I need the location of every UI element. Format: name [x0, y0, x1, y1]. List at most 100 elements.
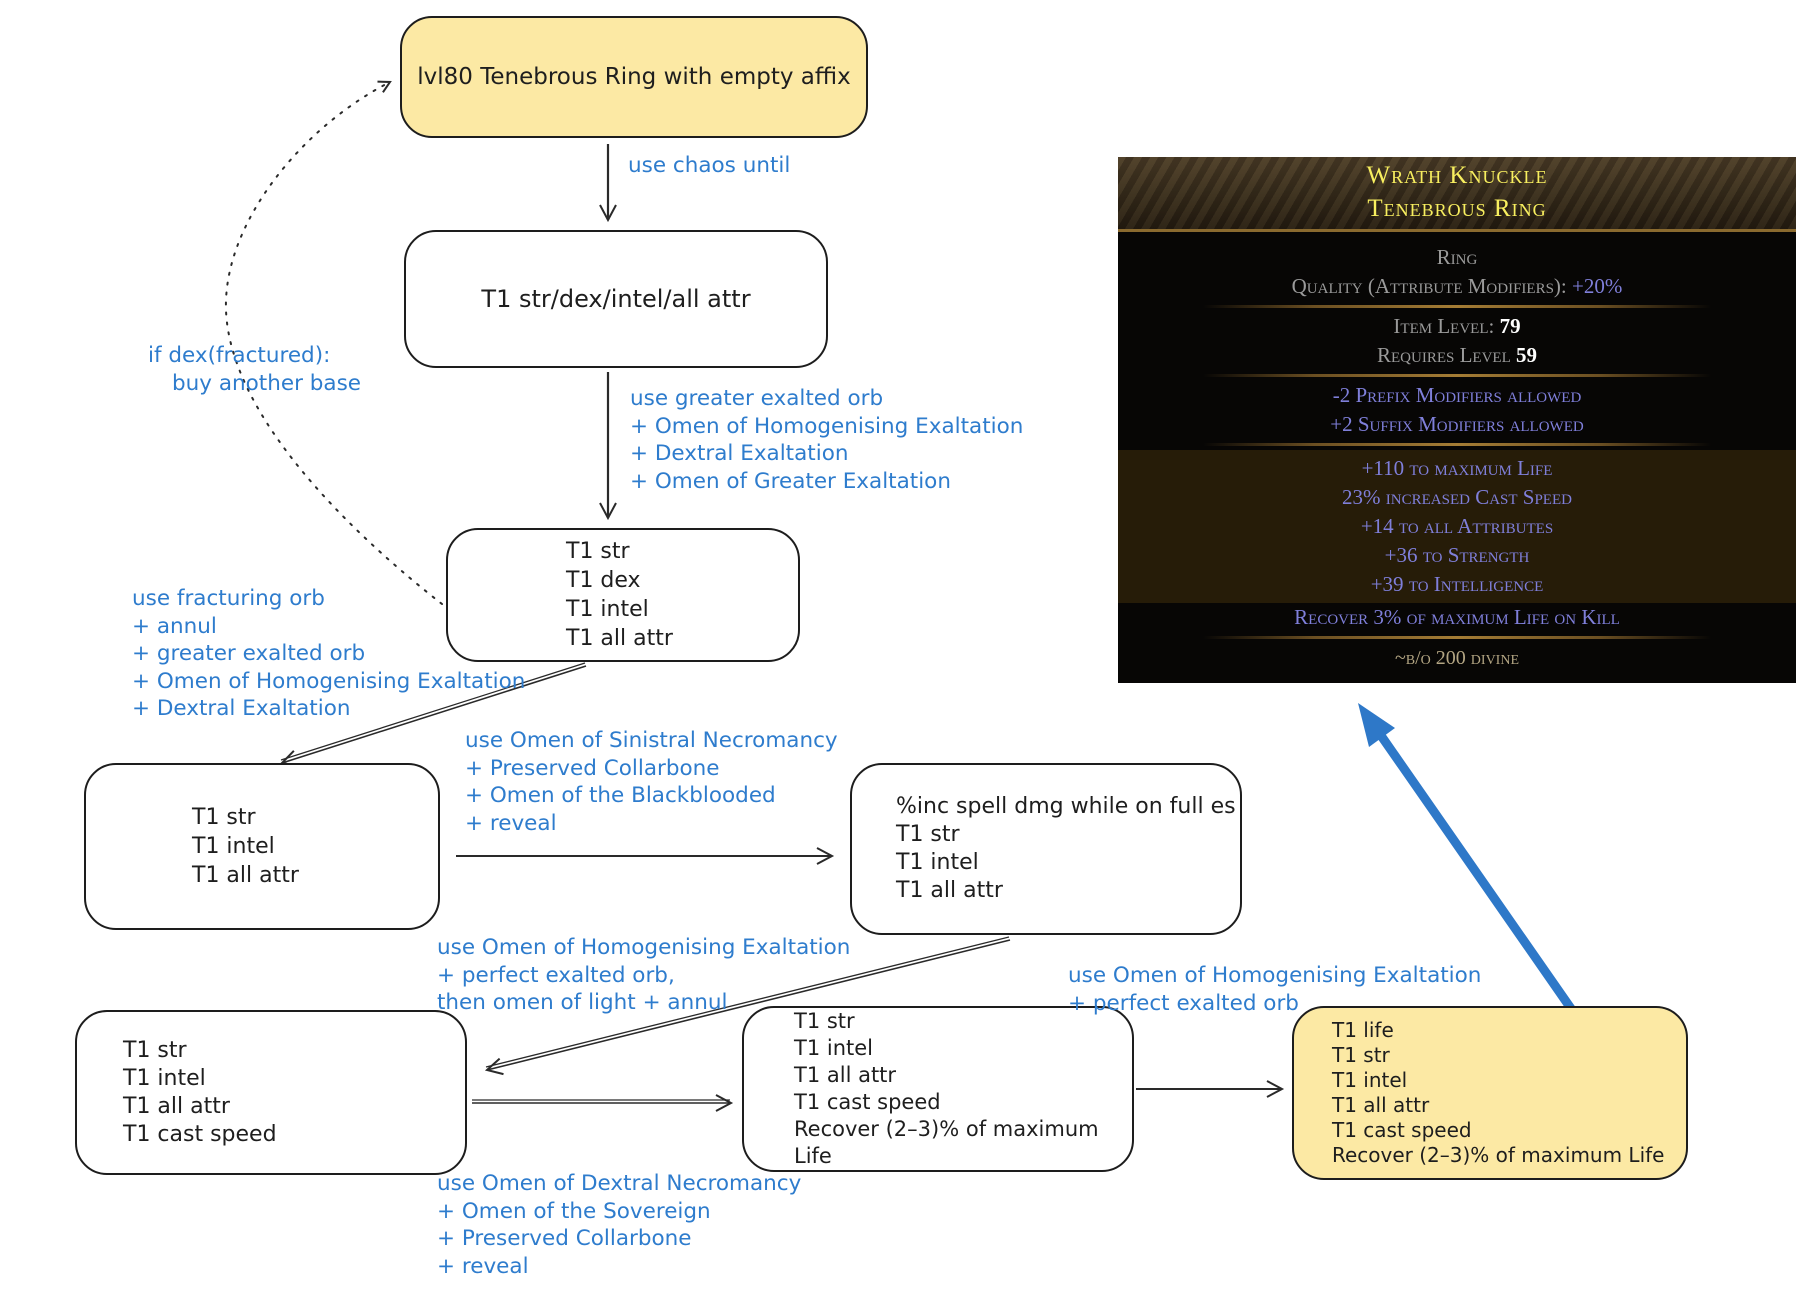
label-dextral-necromancy: use Omen of Dextral Necromancy+ Omen of … — [437, 1170, 801, 1280]
quality-row: Quality (Attribute Modifiers): +20% — [1118, 272, 1796, 301]
label-line: use fracturing orb — [132, 586, 325, 611]
flow-box-line: T1 intel — [566, 597, 649, 622]
modifier-line: 23% increased Cast Speed — [1342, 485, 1572, 509]
separator — [1202, 443, 1712, 446]
big-arrow-final-to-tooltip-shaft — [1377, 732, 1577, 1015]
item-base-type: Tenebrous Ring — [1367, 195, 1547, 222]
label-line: + perfect exalted orb — [1068, 990, 1299, 1016]
flow-box-line: T1 intel — [1332, 1068, 1408, 1092]
label-homogenising-perfect-exalt: use Omen of Homogenising Exaltation+ per… — [1068, 962, 1481, 1017]
label-line: + perfect exalted orb, — [437, 962, 675, 988]
label-line: use Omen of Sinistral Necromancy — [465, 728, 838, 753]
suffix-note: +2 Suffix Modifiers allowed — [1330, 412, 1584, 436]
quality-value: +20% — [1572, 274, 1623, 298]
big-arrow-final-to-tooltip-head — [1358, 703, 1395, 747]
flow-box-chaos-result: T1 str/dex/intel/all attr — [404, 230, 828, 368]
edge-quad-to-triple-line2 — [280, 662, 586, 761]
item-name-header: Wrath Knuckle Tenebrous Ring — [1118, 157, 1796, 232]
label-homogenising-omen-of-light: use Omen of Homogenising Exaltation+ per… — [437, 934, 850, 1017]
item-level-row: Item Level: 79 — [1118, 312, 1796, 341]
flow-box-line: lvl80 Tenebrous Ring with empty affix — [417, 64, 851, 90]
label-use-chaos: use chaos until — [628, 153, 791, 178]
flow-box-line: T1 str — [123, 1037, 187, 1063]
label-line: + Preserved Collarbone — [437, 1226, 692, 1251]
label-line: + annul — [132, 613, 217, 639]
label-line: + reveal — [465, 810, 557, 836]
label-line: + Omen of Homogenising Exaltation — [132, 668, 526, 694]
flow-box-line: T1 dex — [566, 568, 641, 593]
flow-box-line: Recover (2–3)% of maximum Life — [1332, 1143, 1665, 1167]
flow-box-line: T1 all attr — [566, 626, 673, 651]
flow-box-line: %inc spell dmg while on full es — [896, 794, 1236, 819]
flow-box-line: T1 str/dex/intel/all attr — [481, 285, 751, 313]
item-name: Wrath Knuckle — [1366, 162, 1548, 189]
flow-box-triple-attrs: T1 str T1 intel T1 all attr — [84, 763, 440, 930]
item-tooltip: Wrath Knuckle Tenebrous Ring Ring Qualit… — [1118, 157, 1796, 683]
flow-box-line: T1 all attr — [1332, 1093, 1430, 1117]
label-line: use Omen of Homogenising Exaltation — [1068, 963, 1482, 988]
flow-box-line: T1 life — [1332, 1018, 1394, 1042]
flow-box-line: T1 all attr — [192, 863, 299, 888]
buyout-price: ~b/o 200 divine — [1394, 647, 1520, 669]
flow-box-line: T1 intel — [123, 1065, 206, 1091]
separator — [1202, 305, 1712, 308]
requires-value: 59 — [1516, 343, 1537, 367]
label-line: use Omen of Dextral Necromancy — [437, 1171, 802, 1196]
label-sinistral-necromancy: use Omen of Sinistral Necromancy+ Preser… — [465, 727, 838, 837]
modifier-line: +110 to maximum Life — [1361, 456, 1553, 480]
edge-spelles-to-cast-line2 — [485, 936, 1010, 1068]
label-line: + Omen of Homogenising Exaltation — [630, 413, 1024, 439]
flow-box-line: T1 str — [794, 1009, 855, 1033]
separator — [1202, 374, 1712, 377]
flow-box-line: T1 intel — [192, 834, 275, 859]
separator — [1202, 636, 1712, 639]
flow-box-line: T1 all attr — [794, 1063, 897, 1087]
requires-level-row: Requires Level 59 — [1118, 341, 1796, 370]
flow-box-spell-es: %inc spell dmg while on full es T1 str T1 … — [850, 763, 1242, 935]
requires-label: Requires Level — [1377, 343, 1511, 367]
flow-box-line: T1 cast speed — [123, 1121, 277, 1147]
flow-box-line: T1 all attr — [896, 878, 1003, 903]
modifier-line: +39 to Intelligence — [1370, 572, 1544, 596]
label-fracturing-orb: use fracturing orb+ annul+ greater exalt… — [132, 585, 525, 723]
label-greater-exalt: use greater exalted orb+ Omen of Homogen… — [630, 385, 1023, 495]
modifier-line: +36 to Strength — [1384, 543, 1530, 567]
kill-mod-line: Recover 3% of maximum Life on Kill — [1294, 605, 1620, 629]
label-line: use greater exalted orb — [630, 386, 884, 411]
modifier-line: +14 to all Attributes — [1360, 514, 1554, 538]
prefix-note: -2 Prefix Modifiers allowed — [1332, 383, 1582, 407]
label-line: + reveal — [437, 1253, 529, 1279]
quality-label: Quality (Attribute Modifiers): — [1291, 274, 1567, 298]
flow-box-line: T1 str — [1332, 1043, 1390, 1067]
item-level-label: Item Level: — [1393, 314, 1495, 338]
item-level-value: 79 — [1499, 314, 1521, 338]
label-line: + Dextral Exaltation — [630, 441, 849, 466]
label-line: if dex(fractured): — [148, 343, 331, 368]
label-line: + greater exalted orb — [132, 641, 366, 666]
label-line: buy another base — [172, 370, 361, 396]
highlighted-mods-list: +110 to maximum Life 23% increased Cast S… — [1118, 450, 1796, 603]
flow-box-line: T1 str — [192, 805, 256, 830]
edge-quad-to-triple — [279, 665, 587, 768]
flow-box-line: T1 all attr — [123, 1093, 230, 1119]
flow-box-line: T1 cast speed — [794, 1090, 941, 1114]
label-line: then omen of light + annul — [437, 990, 728, 1015]
item-class: Ring — [1436, 245, 1478, 269]
flow-box-line: T1 str — [896, 822, 960, 847]
label-line: + Omen of Greater Exaltation — [630, 468, 951, 494]
label-line: + Preserved Collarbone — [465, 755, 720, 781]
flow-box-line: T1 cast speed — [1332, 1118, 1472, 1142]
label-if-dex-fractured: if dex(fractured):buy another base — [148, 342, 361, 397]
label-line: + Dextral Exaltation — [132, 696, 351, 721]
label-line: + Omen of the Blackblooded — [465, 783, 776, 808]
edge-spelles-to-cast — [484, 939, 1011, 1076]
flow-box-start: lvl80 Tenebrous Ring with empty affix — [400, 16, 868, 138]
flow-box-line: T1 intel — [896, 850, 979, 875]
label-line: + Omen of the Sovereign — [437, 1198, 711, 1224]
